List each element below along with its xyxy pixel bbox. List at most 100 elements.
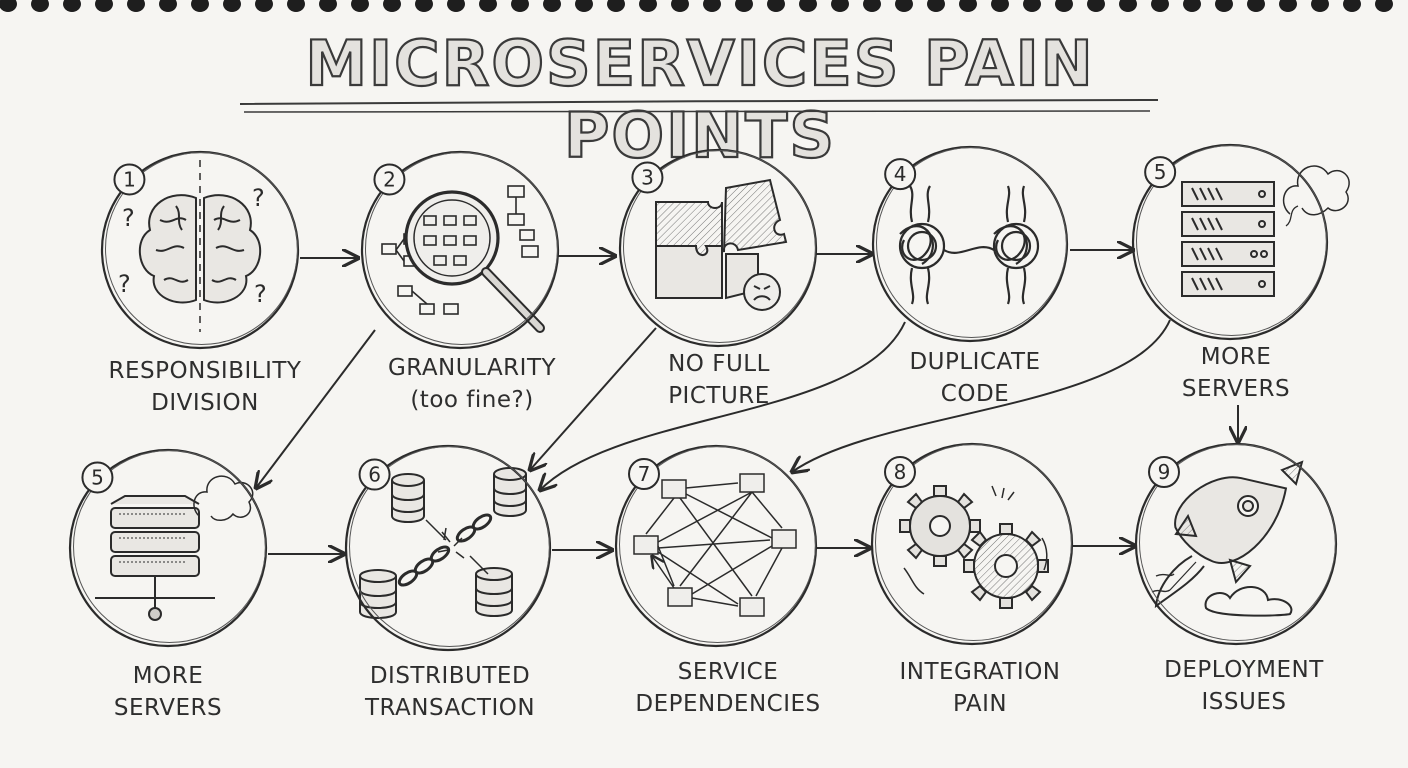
- binding-loop: [511, 0, 529, 12]
- binding-loop: [543, 0, 561, 12]
- label-no-full-picture: NO FULL PICTURE: [589, 348, 849, 412]
- binding-loop: [735, 0, 753, 12]
- step-circle-sketch: [1139, 444, 1336, 641]
- binding-loop: [1087, 0, 1105, 12]
- binding-loop: [1375, 0, 1393, 12]
- label-line: SERVERS: [113, 695, 223, 721]
- step-circle: [871, 145, 1069, 343]
- label-line: DEPENDENCIES: [635, 691, 821, 717]
- label-line: DIVISION: [151, 390, 259, 416]
- binding-loop: [799, 0, 817, 12]
- step-badge-number: 9: [1158, 460, 1171, 484]
- binding-loop: [255, 0, 273, 12]
- binding-loop: [31, 0, 49, 12]
- label-granularity: GRANULARITY (too fine?): [342, 352, 602, 416]
- step-node: 9: [1134, 442, 1338, 646]
- step-circle: [68, 448, 268, 648]
- binding-loop: [287, 0, 305, 12]
- label-line: GRANULARITY: [387, 355, 557, 381]
- step-badge-number: 5: [91, 465, 104, 489]
- step-node: 5: [68, 448, 268, 648]
- binding-loop: [1215, 0, 1233, 12]
- binding-loop: [127, 0, 145, 12]
- step-node: 5: [1131, 143, 1329, 341]
- binding-loop: [159, 0, 177, 12]
- step-circle-sketch: [619, 446, 816, 643]
- step-badge: [631, 161, 664, 194]
- binding-loop: [415, 0, 433, 12]
- step-circle: [100, 150, 300, 350]
- step-badge: [358, 458, 391, 491]
- label-distributed-transaction: DISTRIBUTED TRANSACTION: [320, 660, 580, 724]
- step-circle-sketch: [623, 150, 816, 343]
- arrow-4-to-6: [540, 321, 906, 490]
- rocket-icon: [1151, 460, 1304, 617]
- svg-text:?: ?: [252, 184, 265, 212]
- binding-loop: [63, 0, 81, 12]
- step-node: 3: [618, 148, 818, 348]
- magnifier-icon: [381, 185, 545, 333]
- label-line: INTEGRATION: [899, 659, 1061, 685]
- step-badge-number: 1: [123, 167, 136, 191]
- step-badge: [81, 461, 114, 494]
- binding-loop: [575, 0, 593, 12]
- step-circle-sketch: [876, 147, 1067, 338]
- arrow-2-to-bottom-5: [256, 329, 376, 488]
- binding-loop: [863, 0, 881, 12]
- puzzle-icon: [655, 178, 788, 311]
- step-node: 8: [870, 442, 1074, 646]
- step-circle: [618, 148, 818, 348]
- label-responsibility-division: RESPONSIBILITY DIVISION: [75, 355, 335, 419]
- binding-loop: [991, 0, 1009, 12]
- label-line: PAIN: [952, 691, 1008, 717]
- label-line: DUPLICATE: [909, 349, 1041, 375]
- label-duplicate-code: DUPLICATE CODE: [845, 346, 1105, 410]
- step-badge: [1144, 156, 1177, 189]
- binding-loop: [1023, 0, 1041, 12]
- step-badge-number: 7: [638, 462, 651, 486]
- server-rack-icon: [1181, 165, 1350, 297]
- label-line: SERVICE: [677, 659, 779, 685]
- step-badge: [628, 458, 660, 490]
- step-node: 7: [614, 444, 818, 648]
- dependency-graph-icon: [633, 473, 797, 617]
- gears-icon: [899, 485, 1049, 609]
- label-integration-pain: INTEGRATION PAIN: [850, 656, 1110, 720]
- arrow-3-to-6: [530, 327, 657, 470]
- label-line: MORE: [132, 663, 204, 689]
- step-node: 1: [100, 150, 300, 350]
- label-line: PICTURE: [668, 383, 770, 409]
- step-circle: [614, 444, 818, 648]
- brain-icon: ? ? ? ?: [118, 160, 267, 332]
- label-line: CODE: [940, 381, 1010, 407]
- step-circle-sketch: [73, 450, 266, 643]
- binding-loop: [927, 0, 945, 12]
- binding-loop: [607, 0, 625, 12]
- step-circle-sketch: [875, 444, 1072, 641]
- step-circle: [1131, 143, 1329, 341]
- binding-loop: [1151, 0, 1169, 12]
- binding-loop: [703, 0, 721, 12]
- step-badge: [884, 456, 916, 488]
- step-badge: [113, 163, 146, 196]
- page-title: MICROSERVICES PAIN POINTS: [304, 26, 1095, 172]
- server-network-icon: [95, 475, 254, 621]
- binding-loop: [1311, 0, 1329, 12]
- step-circle: [1134, 442, 1338, 646]
- label-line: RESPONSIBILITY: [108, 358, 302, 384]
- binding-loop: [95, 0, 113, 12]
- binding-loop: [0, 0, 17, 12]
- svg-text:?: ?: [118, 270, 131, 298]
- step-circle: [344, 444, 552, 652]
- binding-loop: [1119, 0, 1137, 12]
- binding-loop: [1343, 0, 1361, 12]
- step-badge: [884, 158, 917, 191]
- binding-loop: [383, 0, 401, 12]
- binding-loop: [895, 0, 913, 12]
- binding-loop: [959, 0, 977, 12]
- step-badge-number: 6: [368, 463, 381, 487]
- step-circle: [870, 442, 1074, 646]
- binding-loop: [351, 0, 369, 12]
